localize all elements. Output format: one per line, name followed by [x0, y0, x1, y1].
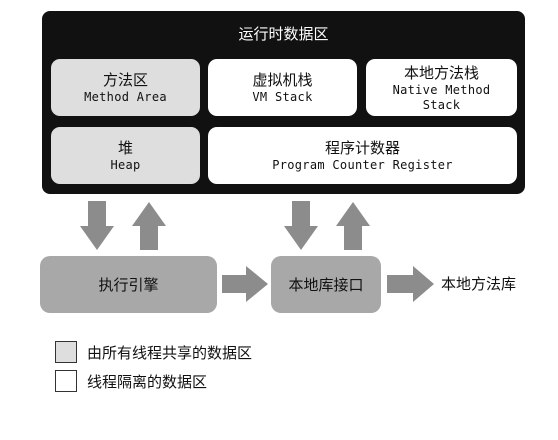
arrow-up-from-engine — [132, 202, 166, 250]
heap-box: 堆 Heap — [51, 127, 200, 184]
method-area-cn-label: 方法区 — [102, 71, 148, 89]
arrow-up-from-native-interface — [336, 202, 370, 250]
legend-shared-swatch — [55, 341, 77, 363]
native-interface-label: 本地库接口 — [288, 276, 364, 294]
arrow-interface-to-library — [387, 266, 434, 302]
legend-private-label: 线程隔离的数据区 — [87, 373, 208, 391]
arrow-down-to-engine — [80, 201, 114, 250]
native-stack-en-label-2: Stack — [422, 97, 461, 112]
method-area-box: 方法区 Method Area — [51, 59, 200, 116]
native-stack-cn-label: 本地方法栈 — [403, 63, 479, 82]
legend-shared-label: 由所有线程共享的数据区 — [87, 344, 253, 362]
vm-stack-box: 虚拟机栈 VM Stack — [208, 59, 357, 116]
heap-cn-label: 堆 — [117, 139, 133, 157]
execution-engine-label: 执行引擎 — [98, 276, 159, 294]
pc-register-en-label: Program Counter Register — [272, 158, 453, 172]
runtime-data-area-title: 运行时数据区 — [238, 25, 329, 43]
arrow-down-to-native-interface — [284, 201, 318, 250]
method-area-en-label: Method Area — [84, 90, 167, 104]
legend-private-swatch — [55, 370, 77, 392]
arrow-engine-to-interface — [222, 266, 268, 302]
pc-register-box: 程序计数器 Program Counter Register — [208, 127, 517, 184]
vm-stack-cn-label: 虚拟机栈 — [252, 71, 313, 89]
vm-stack-en-label: VM Stack — [252, 90, 313, 104]
heap-en-label: Heap — [110, 158, 141, 172]
native-library-label: 本地方法库 — [441, 275, 517, 293]
native-interface-box: 本地库接口 — [271, 256, 381, 313]
pc-register-cn-label: 程序计数器 — [324, 139, 400, 157]
execution-engine-box: 执行引擎 — [40, 256, 217, 313]
native-stack-en-label-1: Native Method — [392, 82, 491, 97]
native-method-stack-box: 本地方法栈 Native Method Stack — [366, 59, 517, 116]
